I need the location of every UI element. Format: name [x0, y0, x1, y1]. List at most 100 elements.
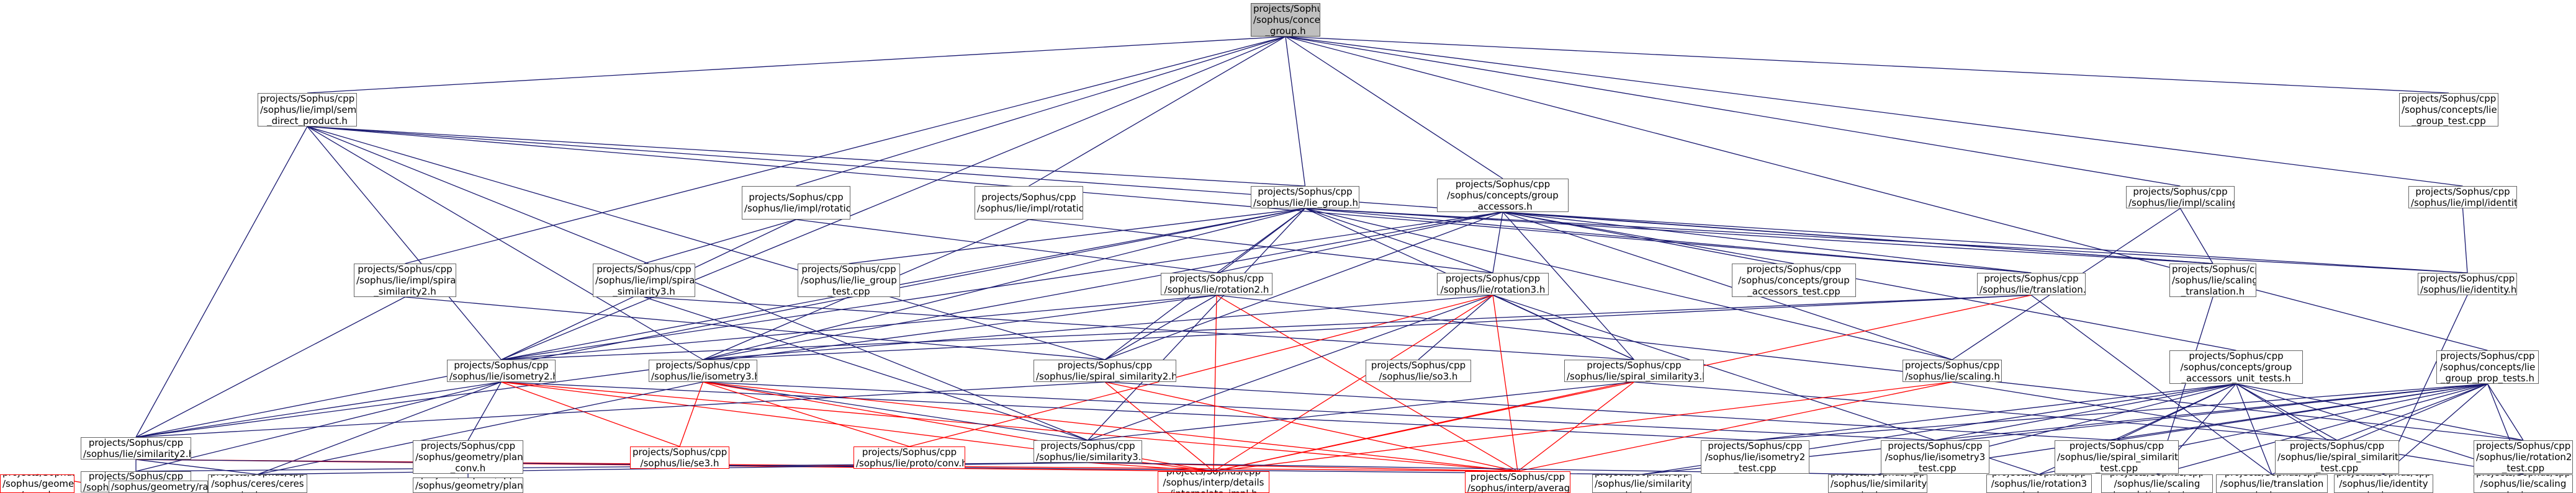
- node-label-line: /sophus/lie/spiral_similarity3: [2277, 451, 2399, 463]
- node-label-line: projects/Sophus/cpp: [2104, 475, 2210, 478]
- graph-node-lgt[interactable]: projects/Sophus/cpp/sophus/lie/lie_group…: [798, 264, 900, 297]
- graph-node-cgt[interactable]: projects/Sophus/cpp/sophus/concepts/lie_…: [2399, 93, 2498, 127]
- node-label-line: _conv_test.cpp: [415, 491, 521, 493]
- node-label-line: projects/Sophus/cpp: [2336, 475, 2431, 478]
- node-label-line: projects/Sophus/cpp: [801, 264, 896, 275]
- node-label-line: /sophus/lie/rotation3: [1991, 478, 2087, 489]
- graph-node-idt[interactable]: projects/Sophus/cpp/sophus/lie/identity_…: [2334, 474, 2433, 493]
- edge-avg-to-r2h: [1216, 295, 1518, 472]
- graph-node-rayt[interactable]: projects/Sophus/cpp/sophus/geometry/ray_…: [109, 481, 208, 493]
- node-label-line: projects/Sophus/cpp: [1258, 186, 1353, 197]
- edge-sps3-to-sp3i: [644, 296, 1634, 360]
- node-label-line: /sophus/interp/average.h: [1467, 482, 1570, 493]
- graph-node-rot3[interactable]: projects/Sophus/cpp/sophus/lie/impl/rota…: [975, 186, 1083, 220]
- edge-cer-to-iso2: [257, 381, 502, 475]
- edge-iso3-to-trh: [703, 295, 2032, 360]
- graph-node-trh[interactable]: projects/Sophus/cpp/sophus/lie/translati…: [1977, 273, 2086, 295]
- graph-node-avg[interactable]: projects/Sophus/cpp/sophus/interp/averag…: [1465, 471, 1570, 493]
- graph-node-cgpt[interactable]: projects/Sophus/cpp/sophus/concepts/lie_…: [2436, 350, 2539, 384]
- node-label-line: projects/Sophus/cpp: [1595, 475, 1689, 478]
- graph-node-so3[interactable]: projects/Sophus/cpp/sophus/lie/so3.h: [1366, 360, 1471, 382]
- edge-iso2t-to-caut: [1755, 383, 2236, 441]
- node-label-line: projects/Sophus/cpp: [88, 471, 184, 482]
- edge-iso2t-to-iso2: [501, 381, 1755, 441]
- graph-node-sp3i[interactable]: projects/Sophus/cpp/sophus/lie/impl/spir…: [593, 264, 695, 297]
- graph-node-sim2[interactable]: projects/Sophus/cpp/sophus/lie/similarit…: [81, 437, 191, 460]
- graph-node-sps2[interactable]: projects/Sophus/cpp/sophus/lie/spiral_si…: [1034, 360, 1176, 382]
- node-label-line: projects/Sophus/cpp: [2, 475, 74, 478]
- node-label-line: _group_prop_tests.h: [2440, 373, 2535, 384]
- graph-node-scl[interactable]: projects/Sophus/cpp/sophus/lie/impl/scal…: [2126, 186, 2235, 208]
- node-label-line: /sophus/lie/impl/spiral: [356, 275, 456, 286]
- node-label-line: /sophus/lie/spiral_similarity2.h: [1036, 371, 1176, 382]
- edge-se3-to-iso3: [679, 381, 704, 447]
- edge-iso2-to-r2h: [501, 295, 1217, 360]
- graph-node-rot2[interactable]: projects/Sophus/cpp/sophus/lie/impl/rota…: [742, 186, 850, 220]
- graph-node-sim2t[interactable]: projects/Sophus/cpp/sophus/lie/similarit…: [1592, 474, 1691, 493]
- edge-sim3-to-iso3: [703, 381, 1088, 441]
- node-label-line: projects/Sophus/cpp: [1169, 273, 1264, 284]
- node-label-line: /sophus/lie/impl/spiral: [595, 275, 695, 286]
- edge-caut-to-cga: [1502, 211, 2236, 351]
- graph-node-semi[interactable]: projects/Sophus/cpp/sophus/lie/impl/semi…: [258, 93, 357, 127]
- graph-node-sim3[interactable]: projects/Sophus/cpp/sophus/lie/similarit…: [1034, 440, 1142, 463]
- edge-iso3-to-r3h: [703, 295, 1493, 360]
- node-label-line: projects/Sophus/cpp: [1470, 471, 1565, 482]
- graph-node-sps3[interactable]: projects/Sophus/cpp/sophus/lie/spiral_si…: [1564, 360, 1704, 382]
- node-label-line: _test.cpp: [2315, 463, 2359, 474]
- node-label-line: _test.cpp: [827, 286, 870, 297]
- graph-node-sps2t[interactable]: projects/Sophus/cpp/sophus/lie/spiral_si…: [2055, 440, 2179, 474]
- node-label-line: /conv.h: [2, 489, 72, 492]
- graph-node-iso3[interactable]: projects/Sophus/cpp/sophus/lie/isometry3…: [649, 360, 757, 382]
- node-label-line: projects/Sophus/cpp: [2476, 475, 2570, 478]
- graph-node-sch[interactable]: projects/Sophus/cpp/sophus/lie/scaling.h: [1903, 360, 2002, 382]
- edge-idh-to-cga: [1502, 211, 2468, 273]
- edge-rot2-to-root: [796, 36, 1286, 187]
- graph-node-pln[interactable]: projects/Sophus/cpp/sophus/geometry/plan…: [413, 440, 523, 474]
- graph-node-gpc[interactable]: projects/Sophus/cpp/sophus/geometry/prot…: [0, 474, 74, 493]
- node-label-line: projects/Sophus/cpp: [862, 446, 957, 458]
- graph-node-r3h[interactable]: projects/Sophus/cpp/sophus/lie/rotation3…: [1437, 273, 1549, 295]
- edge-trt-to-trh: [2031, 295, 2272, 475]
- node-label-line: /sophus/lie/identity: [2339, 478, 2428, 489]
- graph-node-idh[interactable]: projects/Sophus/cpp/sophus/lie/identity.…: [2418, 273, 2517, 295]
- node-label-line: projects/Sophus/cpp: [655, 360, 750, 371]
- graph-node-sps3t[interactable]: projects/Sophus/cpp/sophus/lie/spiral_si…: [2275, 440, 2399, 474]
- graph-node-lgh[interactable]: projects/Sophus/cpp/sophus/lie/lie_group…: [1251, 186, 1359, 208]
- edge-rot2t-to-r2h: [1216, 295, 2524, 441]
- graph-node-iso2[interactable]: projects/Sophus/cpp/sophus/lie/isometry2…: [447, 360, 556, 382]
- graph-node-caut[interactable]: projects/Sophus/cpp/sophus/concepts/grou…: [2169, 350, 2303, 384]
- edge-idh-to-lgh: [1305, 208, 2468, 273]
- graph-node-pconv[interactable]: projects/Sophus/cpp/sophus/lie/proto/con…: [853, 446, 965, 469]
- graph-node-cgat[interactable]: projects/Sophus/cpp/sophus/concepts/grou…: [1732, 264, 1856, 297]
- graph-node-r2h[interactable]: projects/Sophus/cpp/sophus/lie/rotation2…: [1161, 273, 1272, 295]
- graph-node-plnt[interactable]: projects/Sophus/cpp/sophus/geometry/plan…: [413, 477, 523, 493]
- graph-node-iso3t[interactable]: projects/Sophus/cpp/sophus/lie/isometry3…: [1881, 440, 1989, 474]
- node-label-line: _accessors_unit_tests.h: [2181, 373, 2291, 384]
- node-label-line: /sophus/ceres/ceres: [211, 478, 304, 489]
- edge-r3h-to-cga: [1492, 211, 1503, 273]
- graph-node-se3[interactable]: projects/Sophus/cpp/sophus/lie/se3.h: [630, 446, 729, 469]
- node-label-line: /sophus/lie/scaling: [2114, 478, 2200, 489]
- graph-node-rot2t[interactable]: projects/Sophus/cpp/sophus/lie/rotation2…: [2474, 440, 2573, 474]
- edge-sps2-to-r2h: [1104, 295, 1217, 360]
- graph-node-sim3t[interactable]: projects/Sophus/cpp/sophus/lie/similarit…: [1828, 474, 1927, 493]
- graph-node-idn[interactable]: projects/Sophus/cpp/sophus/lie/impl/iden…: [2408, 186, 2517, 208]
- graph-node-trt[interactable]: projects/Sophus/cpp/sophus/lie/translati…: [2216, 474, 2328, 493]
- node-label-line: /sophus/lie/spiral_similarity3.h: [1567, 371, 1704, 382]
- edge-sct-to-lgh: [1305, 208, 2213, 264]
- graph-node-rot3t[interactable]: projects/Sophus/cpp/sophus/lie/rotation3…: [1986, 474, 2092, 493]
- graph-node-sp2i[interactable]: projects/Sophus/cpp/sophus/lie/impl/spir…: [354, 264, 456, 297]
- node-label-line: /sophus/lie/rotation3.h: [1440, 284, 1546, 295]
- edge-pconv-to-r3h: [909, 295, 1493, 447]
- edge-iso3-to-lgh: [703, 208, 1305, 360]
- graph-node-intp[interactable]: projects/Sophus/cpp/sophus/interp/detail…: [1158, 471, 1269, 493]
- graph-node-cga[interactable]: projects/Sophus/cpp/sophus/concepts/grou…: [1437, 179, 1569, 212]
- graph-node-sctt[interactable]: projects/Sophus/cpp/sophus/lie/scaling_t…: [2101, 474, 2213, 493]
- node-label-line: projects/Sophus/cpp: [260, 93, 355, 104]
- graph-node-sct[interactable]: projects/Sophus/cpp/sophus/lie/scaling_t…: [2169, 264, 2256, 297]
- graph-node-sclt[interactable]: projects/Sophus/cpp/sophus/lie/scaling_t…: [2474, 474, 2573, 493]
- edge-sim2-to-sps2: [135, 381, 1106, 438]
- graph-node-iso2t[interactable]: projects/Sophus/cpp/sophus/lie/isometry2…: [1701, 440, 1809, 474]
- graph-node-cer[interactable]: projects/Sophus/cpp/sophus/ceres/ceres_t…: [208, 474, 307, 493]
